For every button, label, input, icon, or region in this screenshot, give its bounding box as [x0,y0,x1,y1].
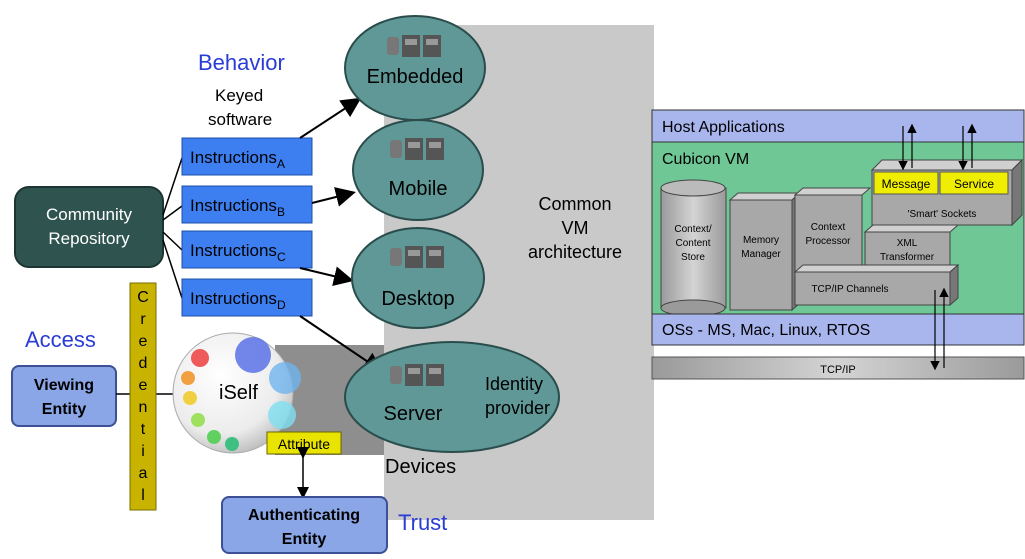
device-label-embedded: Embedded [367,66,464,88]
credential-letter: r [140,311,146,328]
svg-text:Transformer: Transformer [880,252,935,263]
host-applications-label: Host Applications [662,119,785,136]
host-applications-bar [651,109,1025,143]
network-nodes-icon [181,337,301,451]
iself-label: iSelf [219,382,258,404]
device-label-desktop: Desktop [381,288,454,310]
trust-label: Trust [398,510,447,535]
credential-letter: n [139,399,148,416]
context-store-cylinder: Context/ Content Store [660,179,727,317]
iself-sphere: iSelf Attribute [172,332,342,455]
attribute-label: Attribute [278,436,330,452]
svg-text:TCP/IP: TCP/IP [820,364,855,376]
access-label: Access [25,327,96,352]
viewing-entity-box: Viewing Entity [11,365,117,427]
credential-letter: l [141,487,145,504]
svg-text:TCP/IP Channels: TCP/IP Channels [811,284,888,295]
repo-line-2: Repository [48,229,130,248]
svg-text:XML: XML [897,238,918,249]
svg-text:'Smart' Sockets: 'Smart' Sockets [908,209,977,220]
instructions-c: InstructionsC [181,230,313,269]
svg-text:Store: Store [681,252,705,263]
cubicon-vm-label: Cubicon VM [662,151,749,168]
message-box [873,171,939,195]
vm-stack: Host Applications Cubicon VM Context/ Co… [651,109,1025,346]
instructions-a: InstructionsA [181,137,313,176]
common-vm-line-1: Common [538,194,611,214]
viewing-line-1: Viewing [34,377,94,394]
svg-text:InstructionsD: InstructionsD [190,289,286,312]
credential-letter: i [141,443,145,460]
device-server: Server Identity provider [344,341,560,453]
vm-arrows [898,123,977,371]
credential-letter: d [139,355,148,372]
repo-connectors [162,157,183,299]
device-label-mobile: Mobile [389,178,448,200]
tcpip-channels-block: TCP/IP Channels [793,263,960,307]
context-processor-block: Context Processor [793,187,872,276]
server-icon [390,364,444,386]
server-icon [390,138,444,160]
memory-manager-block: Memory Manager [728,191,802,312]
credential-letter: C [137,289,149,306]
xml-transformer-block: XML Transformer [863,224,960,268]
svg-text:InstructionsC: InstructionsC [190,241,286,264]
instructions-d: InstructionsD [181,278,313,317]
instructions-b: InstructionsB [181,185,313,224]
identity-line-2: provider [485,398,550,418]
devices-label: Devices [385,456,456,478]
instruction-arrows [299,97,384,373]
credential-letter: e [139,377,148,394]
svg-text:Message: Message [882,177,931,191]
auth-line-2: Entity [282,531,327,548]
device-label-server: Server [384,403,443,425]
auth-line-1: Authenticating [248,507,360,524]
svg-text:Context: Context [811,222,846,233]
authenticating-entity-box: Authenticating Entity [221,496,388,554]
svg-text:InstructionsA: InstructionsA [190,148,285,171]
server-icon [387,35,441,57]
community-repository-box: Community Repository [14,186,164,268]
credential-letter: a [139,465,148,482]
device-desktop: Desktop [351,227,485,329]
credential-letter: e [139,333,148,350]
svg-text:Content: Content [675,238,710,249]
credential-letters: C r e d e n t i a l [137,289,149,504]
svg-text:Service: Service [954,177,994,191]
repo-line-1: Community [46,205,132,224]
svg-text:Context/: Context/ [674,224,711,235]
smart-sockets-block: Message Service 'Smart' Sockets [870,158,1024,227]
identity-line-1: Identity [485,374,543,394]
svg-text:Memory: Memory [743,235,779,246]
viewing-line-2: Entity [42,401,87,418]
service-box [939,171,1009,195]
common-vm-line-3: architecture [528,242,622,262]
software-label: software [208,110,272,129]
device-mobile: Mobile [352,119,484,221]
oss-bar [651,313,1025,346]
credential-strip: C r e d e n t i a l [129,282,157,511]
svg-text:Processor: Processor [805,236,851,247]
keyed-label: Keyed [215,86,263,105]
common-vm-line-2: VM [562,218,589,238]
svg-text:InstructionsB: InstructionsB [190,196,285,219]
device-embedded: Embedded [344,15,486,121]
behavior-label: Behavior [198,50,285,75]
oss-label: OSs - MS, Mac, Linux, RTOS [662,322,870,339]
tcpip-cylinder: TCP/IP [651,356,1025,380]
server-icon [390,246,444,268]
svg-text:Manager: Manager [741,249,781,260]
credential-letter: t [141,421,146,438]
